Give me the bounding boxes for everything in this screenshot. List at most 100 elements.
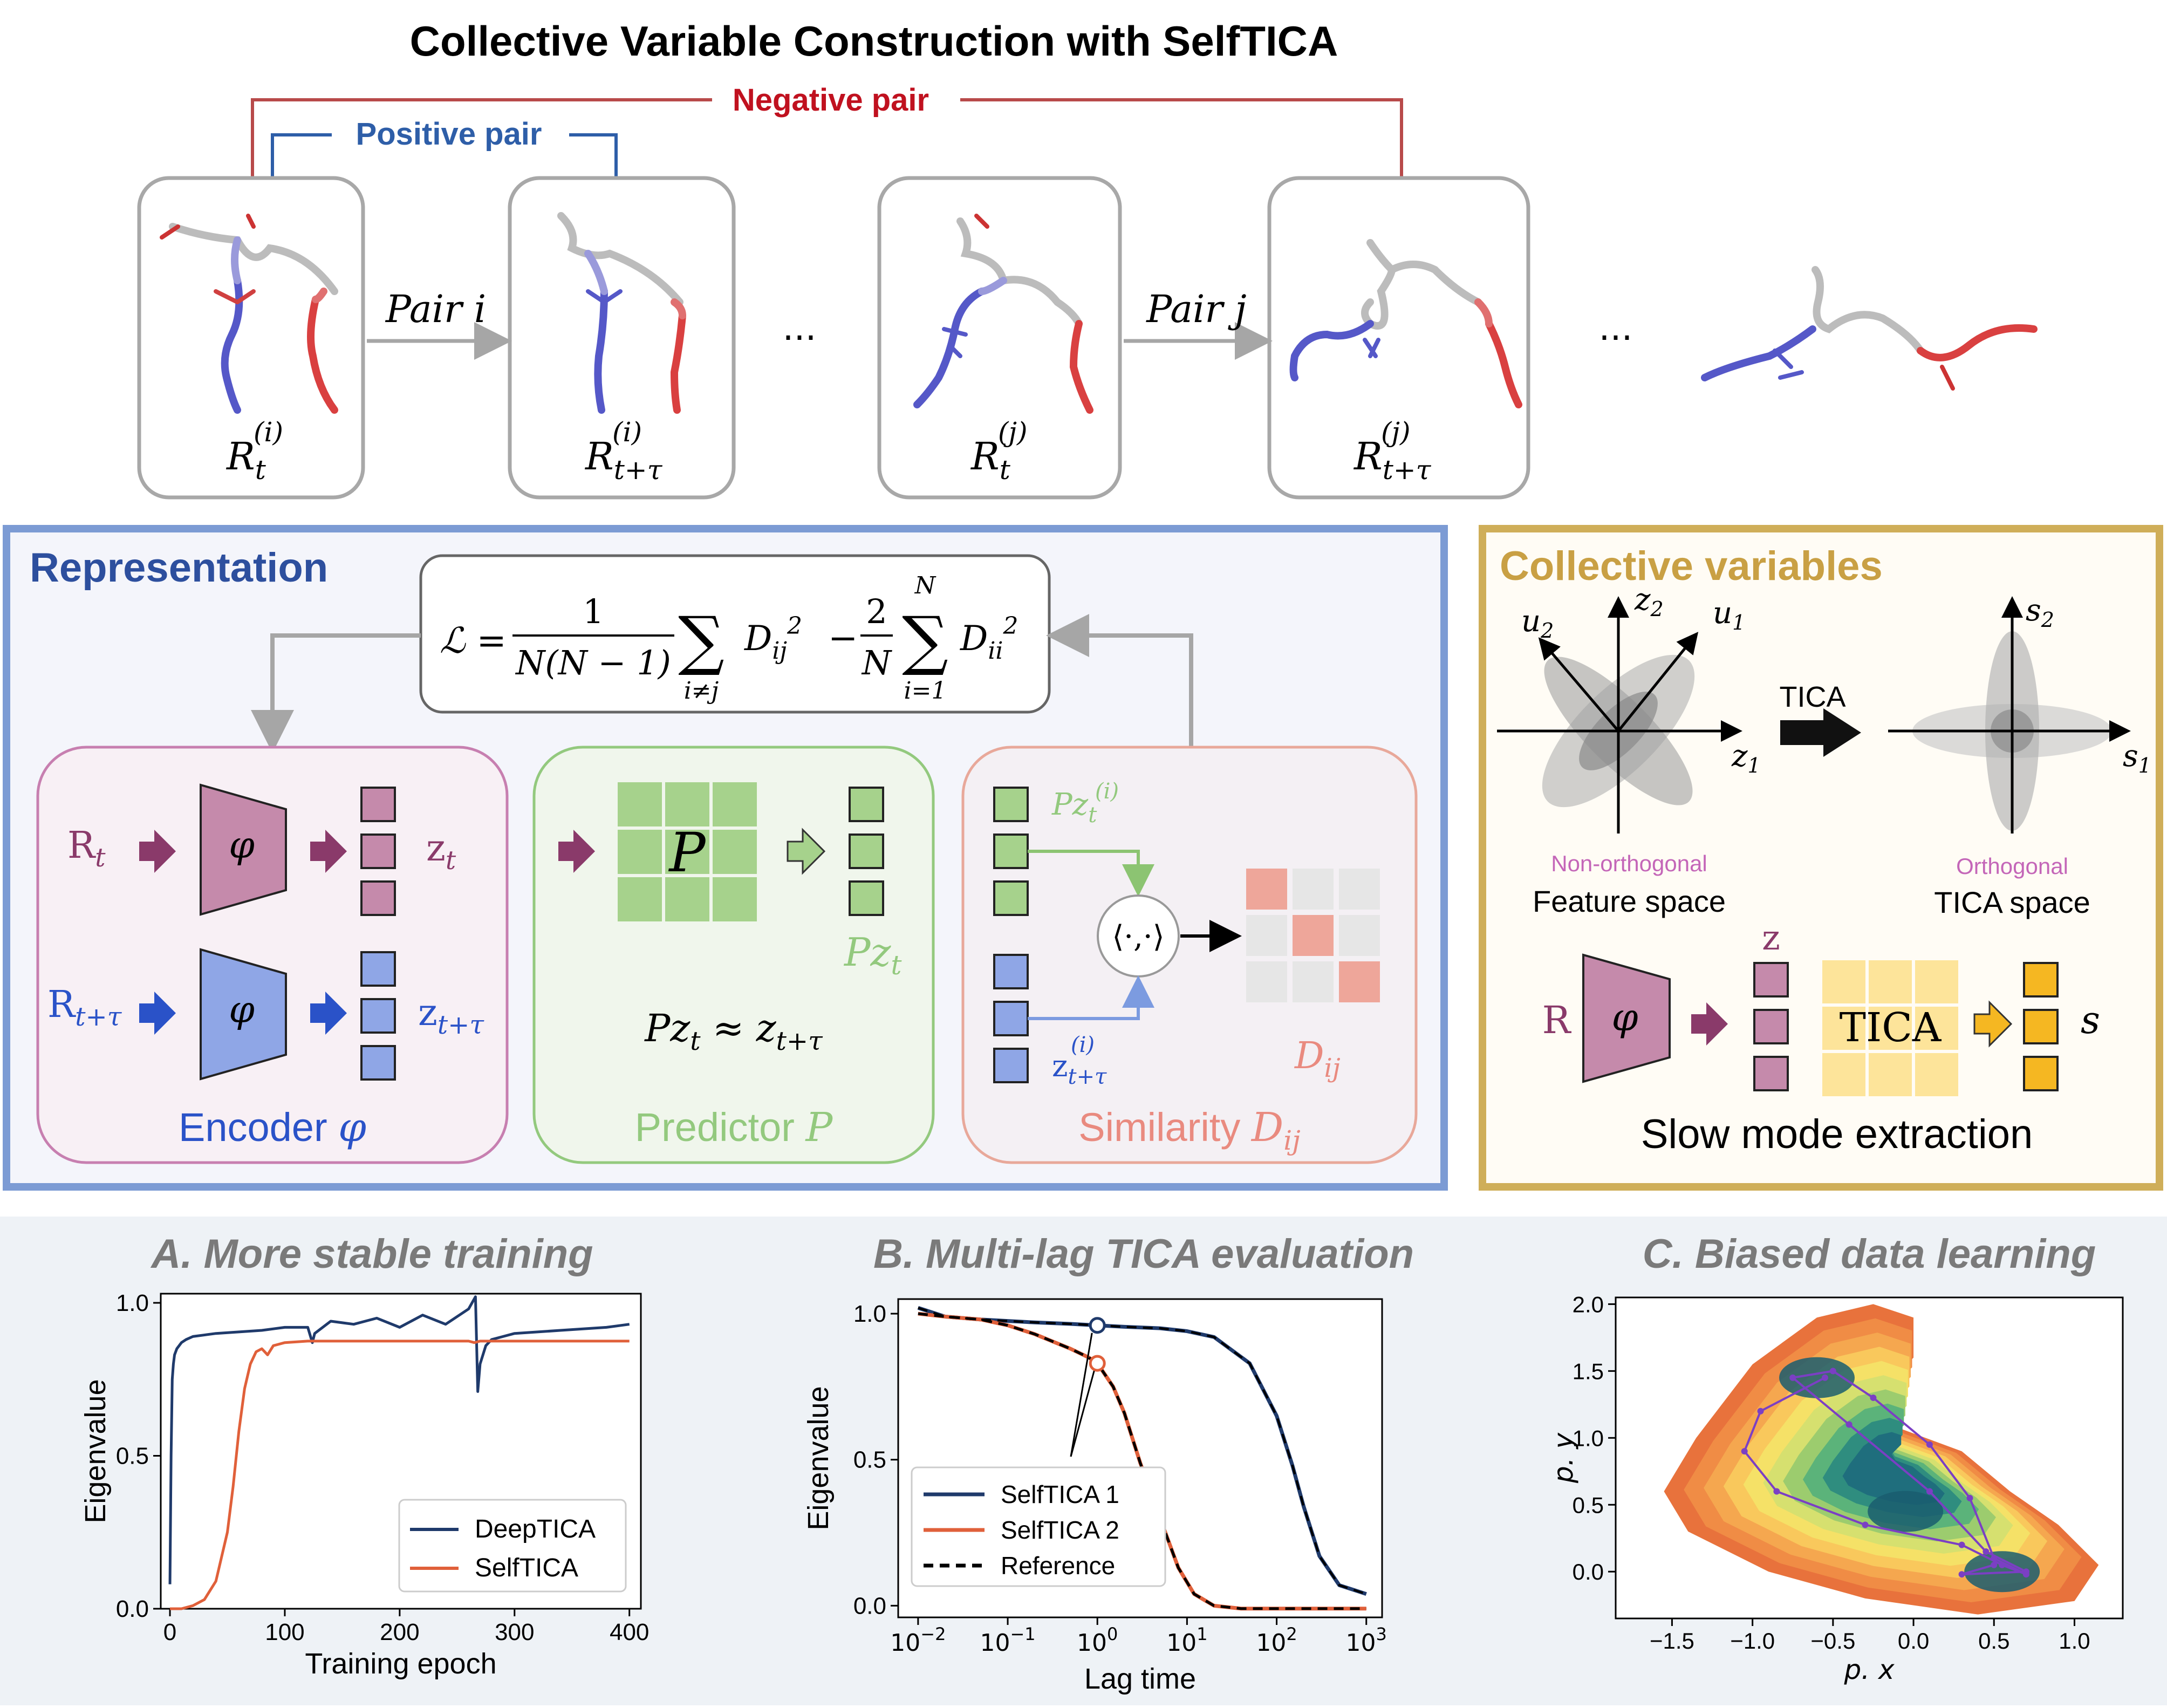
frame-label-3-base: R [970, 434, 1000, 479]
axis-u2-sub: 2 [1540, 619, 1554, 643]
frame-labels: Rt (i) Rt+τ (i) Rt (j) Rt+τ (j) [225, 416, 1432, 486]
frame-label-3-sub: t [1000, 454, 1011, 486]
x-tick-label: 1.0 [2059, 1628, 2090, 1654]
frame-label-2-sup: (i) [612, 416, 642, 448]
y-tick-label: 0.0 [116, 1596, 149, 1622]
axis-u2: u2 [1521, 604, 1554, 643]
encoder-label-text: Encoder [179, 1105, 327, 1150]
trajectory-point [1870, 1394, 1877, 1401]
basin-1 [1779, 1357, 1855, 1398]
x-tick-label-exp: 1 [1197, 1624, 1207, 1644]
representation-panel: Representation ℒ = 1 N(N − 1) ∑ i≠j Dij2… [3, 525, 1448, 1191]
x-tick-label: 300 [495, 1619, 534, 1645]
frame-label-4-sub: t+τ [1383, 454, 1432, 486]
trajectory-point [1999, 1561, 2006, 1568]
predictor-block: P Pzt Pzt ≈ zt+τ Predictor P [532, 746, 935, 1164]
x-axis-label: Training epoch [305, 1648, 496, 1680]
trajectory-point [1991, 1555, 1998, 1562]
x-tick-label-exp: 2 [1286, 1624, 1297, 1644]
axis-u2-base: u [1521, 604, 1541, 639]
trajectory-point [2022, 1568, 2029, 1575]
series-line-reference [918, 1312, 1366, 1610]
legend-label: SelfTICA [475, 1554, 578, 1582]
pipeline-tica: TICA [1840, 1005, 1942, 1051]
positive-pair-label: Positive pair [356, 117, 542, 152]
predictor-matrix [618, 782, 757, 921]
loss-sum2-over: N [914, 572, 936, 599]
loss-minus: − [828, 617, 858, 659]
loss-term2-sub: ii [988, 637, 1003, 665]
trajectory-point [1821, 1374, 1828, 1381]
axis-s2-base: s [2026, 593, 2041, 628]
loss-sum2-under: i=1 [904, 677, 947, 705]
trajectory-point [1829, 1368, 1836, 1375]
trajectory-point [1991, 1561, 1998, 1568]
marker-point [1089, 1317, 1106, 1334]
frame-label-4-base: R [1353, 434, 1383, 479]
legend [911, 1466, 1166, 1587]
predictor-out: Pzt [843, 930, 902, 981]
y-tick-label: 0.0 [853, 1593, 886, 1619]
feature-space-tag: Non-orthogonal [1551, 851, 1707, 876]
loss-term1: Dij2 [744, 612, 802, 665]
frame-label-4: Rt+τ [1353, 434, 1432, 486]
x-tick-label-base: 10 [980, 1629, 1010, 1657]
protein-frame-3 [913, 214, 1093, 414]
y-tick-label: 0.5 [853, 1447, 886, 1473]
series-line-selftica [170, 1340, 630, 1610]
encoder-out-bottom-sub: t+τ [437, 1010, 485, 1040]
predictor-eq-op: ≈ [713, 1006, 744, 1050]
pair-j-label: Pair j [1145, 287, 1247, 331]
ellipsis-2: ... [1599, 307, 1633, 349]
encoder-out-bottom: zt+τ [418, 992, 484, 1040]
axis-z1: z1 [1731, 739, 1761, 777]
panel-c-title: C. Biased data learning [1643, 1231, 2096, 1277]
tica-matrix [1822, 960, 1958, 1096]
encoder-phi-bottom: φ [229, 989, 255, 1031]
x-tick-label-exp: 3 [1376, 1624, 1387, 1644]
loss-term2-sup: 2 [1002, 612, 1018, 640]
axis-s1-base: s [2123, 739, 2138, 774]
y-tick-label: 1.5 [1573, 1358, 1604, 1384]
ellipsis-1: ... [783, 307, 817, 349]
x-tick-label-exp: −2 [920, 1624, 946, 1644]
predictor-eq-lhs-sub: t [690, 1026, 701, 1056]
pair-i-label: Pair i [385, 287, 486, 331]
encoder-out-top: zt [426, 827, 456, 876]
encoder-out-top-base: z [426, 827, 446, 870]
loss-term1-base: D [744, 619, 772, 659]
loss-den2: N [861, 643, 893, 682]
protein-structures [160, 212, 2038, 414]
axis-z2-sub: 2 [1650, 597, 1664, 621]
pipeline-output: s [2081, 998, 2100, 1042]
axis-z2: z2 [1634, 582, 1664, 621]
contour-level [1842, 1432, 1945, 1505]
frame-label-1-sub: t [255, 454, 266, 486]
trajectory-line [1743, 1370, 2027, 1576]
predictor-matrix-label: P [668, 821, 706, 884]
similarity-in-top-base: Pz [1051, 787, 1089, 822]
similarity-in-bottom-base: z [1052, 1049, 1068, 1084]
inner-product-label: ⟨·,·⟩ [1112, 919, 1164, 954]
frame-box-1 [137, 176, 365, 500]
frame-box-2 [508, 176, 736, 500]
frame-label-2-base: R [584, 434, 614, 479]
tica-space-tag: Orthogonal [1956, 853, 2068, 879]
frame-label-3-sup: (j) [998, 416, 1028, 448]
similarity-label-symbol-sub: ij [1283, 1125, 1301, 1156]
protein-frame-1 [160, 214, 338, 414]
collective-panel: Collective variables u2 z2 u1 z1 Non-ort… [1479, 525, 2163, 1191]
similarity-in-bottom-sup: (i) [1071, 1033, 1095, 1057]
trajectory-point [1789, 1374, 1796, 1381]
similarity-in-top-sup: (i) [1095, 779, 1119, 804]
trajectory-point [1773, 1488, 1780, 1495]
x-tick-label: −1.5 [1650, 1628, 1694, 1654]
predictor-eq-rhs-sub: t+τ [776, 1026, 824, 1056]
representation-title: Representation [30, 545, 328, 591]
panel-b-title: B. Multi-lag TICA evaluation [873, 1231, 1414, 1277]
axis-z1-sub: 1 [1748, 754, 1761, 777]
similarity-matrix-label-base: D [1294, 1035, 1324, 1077]
